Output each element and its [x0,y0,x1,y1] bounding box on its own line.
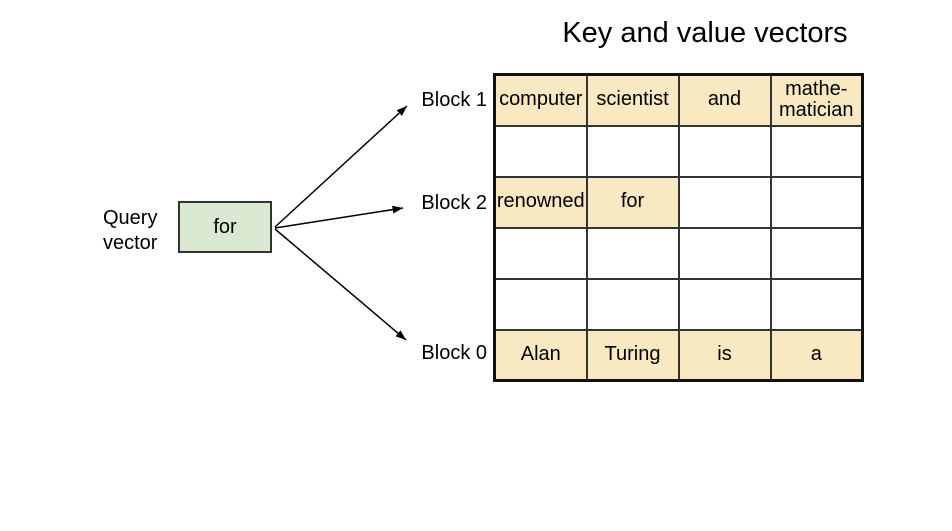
table-cell [677,226,772,280]
table-cell [677,175,772,229]
table-cell [769,124,864,178]
table-cell [769,277,864,331]
table-cell [493,124,588,178]
block-2-label: Block 2 [421,192,487,214]
table-cell: computer [493,73,588,127]
block-1-label: Block 1 [421,89,487,111]
figure-title: Key and value vectors [562,17,848,49]
table-cell [585,124,680,178]
arrow-to-block-0 [274,228,407,341]
table-cell [493,226,588,280]
query-token-box: for [178,201,272,253]
table-cell [585,277,680,331]
table-cell: is [677,328,772,382]
block-0-label: Block 0 [421,342,487,364]
table-cell [677,277,772,331]
table-cell [493,277,588,331]
table-cell [677,124,772,178]
table-cell [585,226,680,280]
table-cell: Turing [585,328,680,382]
table-cell: mathe- matician [769,73,864,127]
table-cell [769,226,864,280]
table-row [493,124,864,178]
query-vector-label: Query vector [103,207,158,254]
table-row [493,226,864,280]
table-cell: a [769,328,864,382]
table-cell: renowned [493,175,588,229]
table-row [493,277,864,331]
query-token: for [213,215,237,238]
table-cell: scientist [585,73,680,127]
table-cell: Alan [493,328,588,382]
table-cell: and [677,73,772,127]
table-cell [769,175,864,229]
table-cell: for [585,175,680,229]
